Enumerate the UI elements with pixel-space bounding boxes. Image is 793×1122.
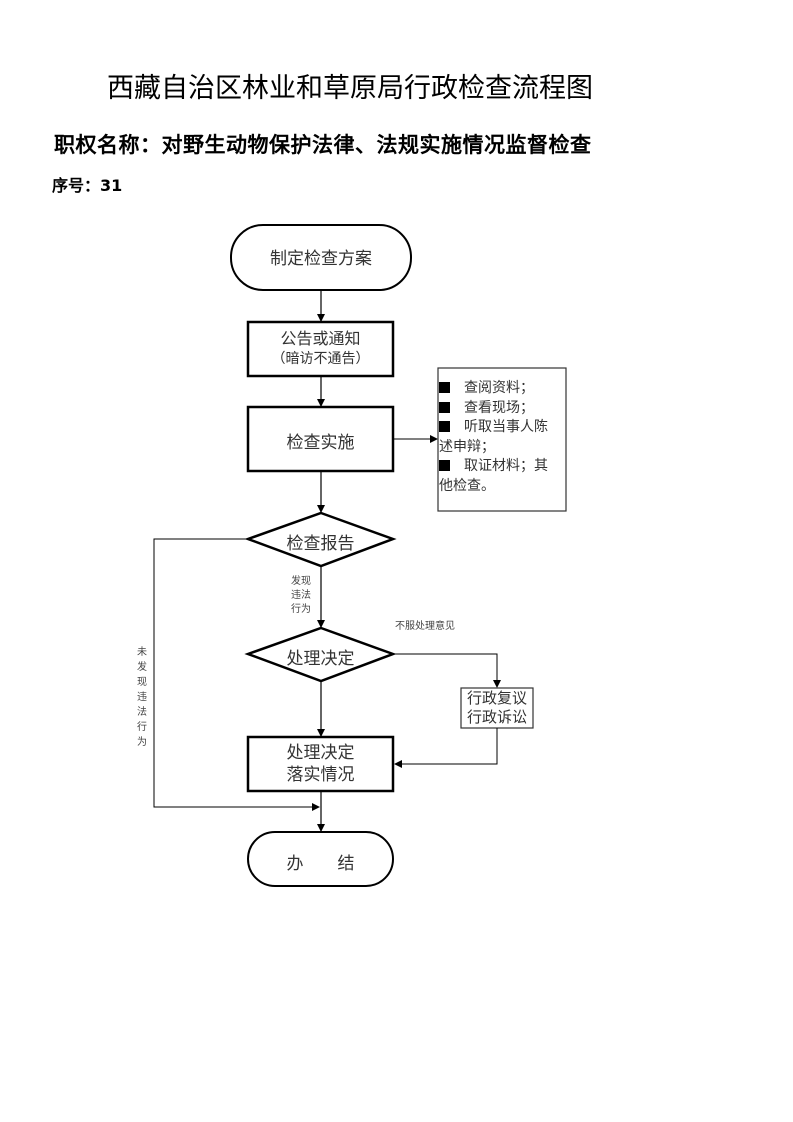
square-bullet-icon: [439, 382, 450, 393]
review-label: 行政复议 行政诉讼: [461, 689, 533, 727]
implement-box: [246, 735, 395, 793]
end-label: 办 结: [286, 854, 355, 874]
arrow-decision-to-review: [393, 653, 501, 688]
arrow-report-to-end-no-violation: [153, 538, 320, 811]
decision-label: 处理决定: [286, 649, 355, 669]
review-label-line2: 行政诉讼: [466, 708, 527, 726]
notify-label: 公告或通知 （暗访不通告）: [248, 329, 393, 369]
method-item-continuation: 他检查。: [439, 477, 495, 494]
arrow-review-to-implement: [394, 728, 498, 768]
document-title: 西藏自治区林业和草原局行政检查流程图: [107, 73, 593, 104]
serial-number: 序号：31: [52, 176, 123, 195]
implement-label-line1: 处理决定: [286, 743, 355, 763]
notify-label-line2: （暗访不通告）: [271, 351, 370, 367]
method-item: 查看现场；: [439, 399, 566, 419]
inspection-methods-list: 查阅资料； 查看现场； 听取当事人陈 述申辩； 取证材料；其 他检查。: [439, 368, 566, 511]
method-item: 取证材料；其: [439, 457, 566, 477]
methods-box: [437, 367, 567, 512]
method-item: 查阅资料；: [439, 379, 566, 399]
start-label: 制定检查方案: [270, 249, 372, 269]
notify-box: [246, 320, 395, 378]
report-label: 检查报告: [286, 534, 355, 554]
implement-label: 处理决定 落实情况: [248, 742, 393, 786]
method-item: 听取当事人陈: [439, 418, 566, 438]
inspect-box: [246, 405, 395, 473]
implement-label-line2: 落实情况: [286, 765, 355, 785]
square-bullet-icon: [439, 460, 450, 471]
notify-label-line1: 公告或通知: [280, 329, 361, 348]
square-bullet-icon: [439, 401, 450, 413]
review-label-line1: 行政复议: [466, 689, 527, 707]
end-terminal: [247, 831, 394, 887]
violation-found-label: 发现 违法 行为: [291, 576, 311, 615]
objection-label: 不服处理意见: [395, 621, 455, 632]
inspect-label: 检查实施: [286, 433, 355, 453]
authority-name: 职权名称：对野生动物保护法律、法规实施情况监督检查: [54, 133, 592, 157]
no-violation-label: 未 发 现 违 法 行 为: [137, 647, 147, 748]
method-item-continuation: 述申辩；: [439, 438, 495, 455]
square-bullet-icon: [439, 421, 450, 432]
